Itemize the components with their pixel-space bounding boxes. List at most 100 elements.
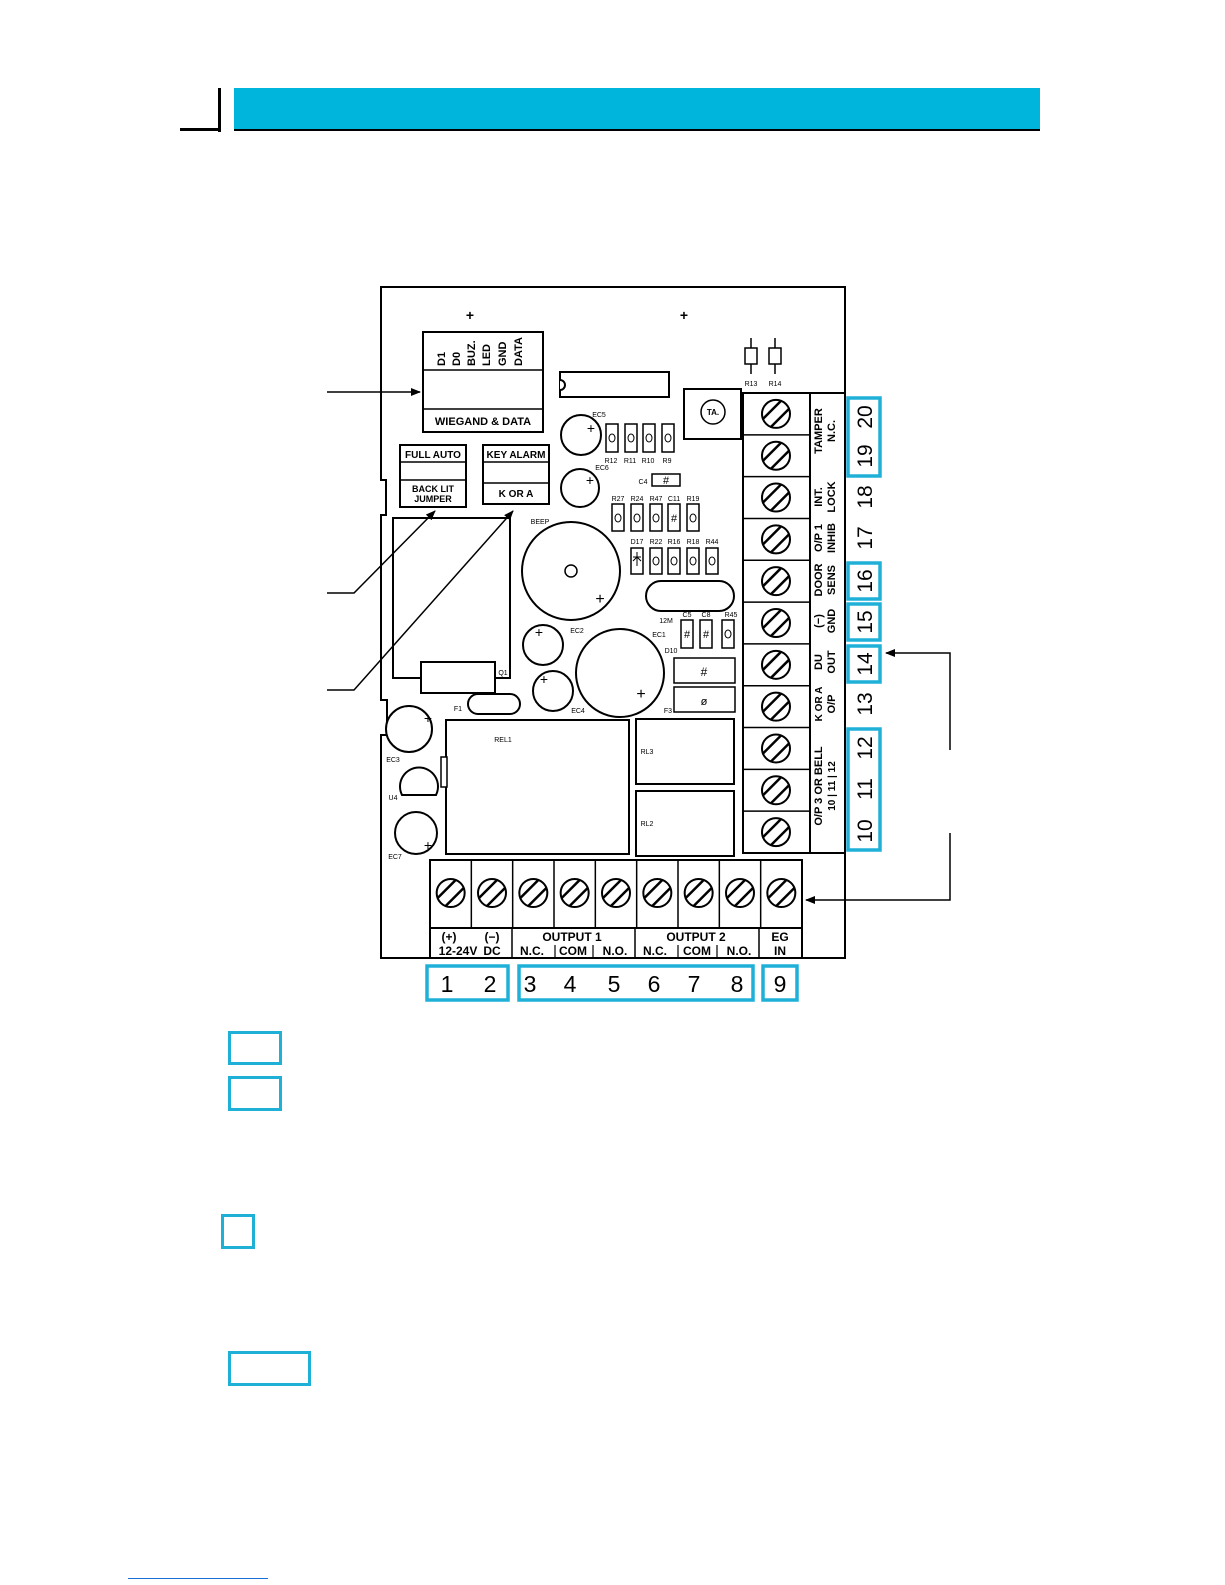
label-eg: EG <box>771 930 788 944</box>
svg-text:REL1: REL1 <box>494 737 512 744</box>
svg-text:R16: R16 <box>668 539 681 546</box>
svg-text:+: + <box>680 307 688 323</box>
right-terminal-screw-slot <box>770 658 790 679</box>
label-out1-no: N.O. <box>603 944 628 958</box>
right-terminal-screw-slot <box>770 533 790 554</box>
bottom-terminal-screw-slot <box>602 879 622 899</box>
label-int-lock-2: LOCK <box>826 481 838 512</box>
svg-text:C5: C5 <box>683 612 692 619</box>
label-op1-inhib-1: O/P 1 <box>813 524 825 552</box>
bottom-terminal-screw-slot <box>519 879 540 899</box>
label-dc: DC <box>483 944 501 958</box>
label-du-out-2: OUT <box>826 650 838 674</box>
svg-text:C4: C4 <box>639 479 648 486</box>
label-out2-no: N.O. <box>727 944 752 958</box>
right-terminal-screw <box>761 817 791 848</box>
jumper-key-alarm: KEY ALARM K OR A <box>482 444 550 505</box>
svg-text:KEY ALARM: KEY ALARM <box>487 450 546 461</box>
right-terminal-screw-slot <box>770 826 790 846</box>
label-op3-bell-2: 10 | 11 | 12 <box>827 761 838 811</box>
label-op3-bell-1: O/P 3 OR BELL <box>813 746 825 826</box>
right-terminal-screw-slot <box>762 734 782 755</box>
svg-text:R18: R18 <box>687 539 700 546</box>
svg-text:+: + <box>535 624 543 640</box>
svg-text:R9: R9 <box>663 458 672 465</box>
callout-arrow-key-alarm-jumper <box>327 510 514 691</box>
r13-r14: R13 R14 <box>744 338 782 388</box>
bottom-terminal-screw-slot <box>767 879 788 899</box>
right-terminal-screw-slot <box>770 742 790 763</box>
right-terminal-screw-slot <box>770 491 790 512</box>
right-terminal-screw-slot <box>762 818 782 838</box>
label-output-1: OUTPUT 1 <box>542 930 602 944</box>
bottom-terminal-screw <box>725 878 755 908</box>
wiegand-pin-data: DATA <box>513 337 525 366</box>
legend-box-3 <box>221 1214 255 1249</box>
resistor-row-3: D17 R22 R16 R18 R44 <box>630 539 719 575</box>
right-terminal-screw-slot <box>770 700 790 721</box>
bottom-terminal-screw <box>477 878 507 908</box>
terminal-number-10: 10 <box>854 819 877 842</box>
svg-text:EC6: EC6 <box>595 465 609 472</box>
bottom-terminal-screw-slot <box>527 887 548 907</box>
svg-text:R19: R19 <box>687 496 700 503</box>
right-terminal-block <box>742 392 845 854</box>
label-output-2: OUTPUT 2 <box>666 930 726 944</box>
terminal-number-14: 14 <box>854 652 877 676</box>
svg-text:EC3: EC3 <box>386 757 400 764</box>
terminal-number-5: 5 <box>608 971 621 997</box>
right-terminal-screw-slot <box>770 575 790 596</box>
svg-text:C11: C11 <box>668 496 680 503</box>
label-door-sens-2: SENS <box>826 565 838 595</box>
right-terminal-screw <box>761 608 791 638</box>
svg-text:#: # <box>663 475 670 487</box>
svg-text:R24: R24 <box>631 496 644 503</box>
header-bar <box>234 88 1040 131</box>
svg-text:R27: R27 <box>612 496 625 503</box>
right-terminal-screw <box>761 649 791 680</box>
legend-box-4 <box>228 1351 311 1386</box>
svg-text:FULL AUTO: FULL AUTO <box>405 450 461 461</box>
callout-arrow-du-out <box>885 649 951 750</box>
bottom-terminal-screw <box>683 878 714 908</box>
right-terminal-screw-slot <box>770 449 790 470</box>
right-terminal-screw-slot <box>762 525 782 546</box>
terminal-number-17: 17 <box>854 526 877 549</box>
label-out1-com: COM <box>559 944 587 958</box>
bottom-terminal-screw <box>642 878 673 908</box>
terminal-number-19: 19 <box>854 444 877 467</box>
right-terminal-screw <box>761 440 791 471</box>
svg-text:R13: R13 <box>745 381 758 388</box>
svg-text:R14: R14 <box>769 381 782 388</box>
label-plus: (+) <box>442 930 457 944</box>
right-terminal-screw-slot <box>762 776 782 797</box>
svg-text:+: + <box>586 472 594 488</box>
svg-text:#: # <box>701 665 708 679</box>
right-terminal-screw-slot <box>762 441 782 462</box>
right-terminal-screw <box>761 566 791 597</box>
svg-text:+: + <box>540 671 548 687</box>
svg-text:RL2: RL2 <box>641 821 654 828</box>
bottom-terminal-screw <box>559 878 590 908</box>
resistor-row-1: R12 R11 R10 R9 <box>605 423 675 465</box>
svg-text:BEEP: BEEP <box>531 519 550 526</box>
bottom-terminal-screw-slot <box>486 887 506 907</box>
svg-text:F1: F1 <box>454 706 462 713</box>
svg-text:R12: R12 <box>605 458 618 465</box>
footer-rule <box>128 1578 268 1579</box>
svg-text:EC2: EC2 <box>570 628 584 635</box>
wiegand-pin-d1: D1 <box>436 352 448 366</box>
svg-text:JUMPER: JUMPER <box>414 494 452 504</box>
wiegand-data-connector: D1 D0 BUZ. LED GND DATA WIEGAND & DATA <box>422 331 544 433</box>
svg-text:#: # <box>671 513 678 525</box>
wiegand-label: WIEGAND & DATA <box>435 416 531 428</box>
label-du-out-1: DU <box>813 654 825 670</box>
label-out2-nc: N.C. <box>643 944 667 958</box>
bottom-terminal-screw-slot <box>610 887 630 907</box>
svg-text:+: + <box>595 591 604 608</box>
svg-text:C8: C8 <box>702 612 711 619</box>
right-terminal-screw-slot <box>762 609 782 629</box>
right-terminal-screw-slot <box>762 400 782 420</box>
label-int-lock-1: INT. <box>813 487 825 507</box>
terminal-number-2: 2 <box>484 971 497 997</box>
